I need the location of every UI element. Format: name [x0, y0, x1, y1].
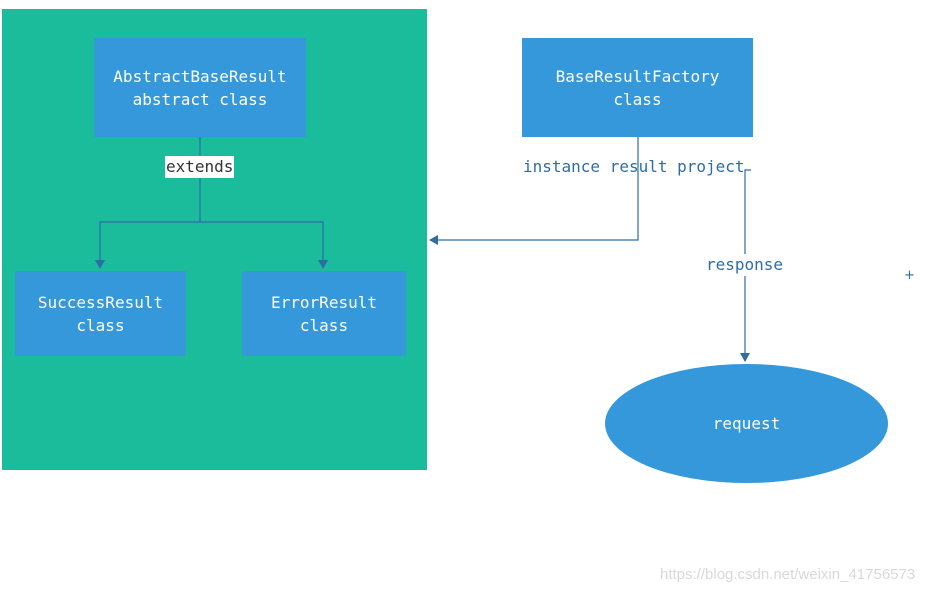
node-success-result-kind: class [76, 315, 125, 335]
node-base-result-factory: BaseResultFactory class [522, 38, 753, 137]
node-error-result: ErrorResult class [242, 271, 406, 356]
instance-edge-label: instance result project [523, 157, 745, 176]
response-edge [740, 169, 751, 362]
node-request: request [605, 364, 888, 483]
extends-edge-to-error [200, 221, 328, 269]
node-success-result: SuccessResult class [15, 271, 186, 356]
node-base-result-factory-name: BaseResultFactory [555, 66, 720, 86]
node-error-result-kind: class [299, 315, 349, 335]
instance-edge [429, 137, 639, 245]
node-abstract-base-result: AbstractBaseResult abstract class [94, 38, 306, 137]
plus-icon: + [904, 268, 915, 283]
extends-edge-to-success [95, 221, 200, 269]
node-success-result-name: SuccessResult [37, 292, 164, 312]
node-abstract-base-result-kind: abstract class [132, 89, 268, 109]
node-error-result-name: ErrorResult [271, 292, 377, 312]
node-abstract-base-result-name: AbstractBaseResult [113, 66, 287, 86]
watermark-text: https://blog.csdn.net/weixin_41756573 [660, 566, 916, 583]
node-request-label: request [712, 414, 781, 433]
response-edge-label: response [706, 254, 784, 276]
extends-edge-label: extends [165, 156, 235, 178]
node-base-result-factory-kind: class [613, 89, 662, 109]
